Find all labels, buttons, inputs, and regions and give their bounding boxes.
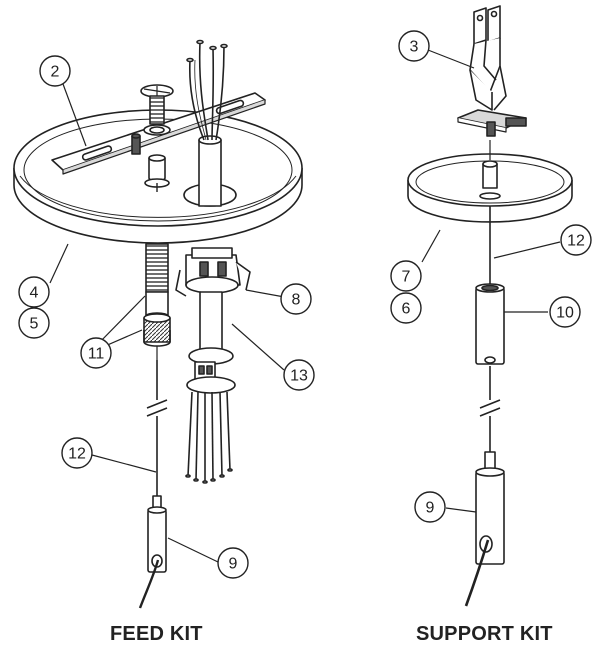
leader-lines: [49, 49, 561, 563]
callouts: 2 4 5 11 8 13 12 9 3 7 6 12 10 9: [18, 30, 592, 579]
callout-6: 6: [390, 292, 422, 324]
svg-text:2: 2: [51, 64, 60, 81]
nipple-fitting: [144, 154, 170, 192]
svg-text:13: 13: [290, 368, 308, 385]
cable-clamp: [175, 247, 251, 297]
svg-text:8: 8: [292, 292, 301, 309]
svg-text:12: 12: [68, 446, 86, 463]
feed-kit-title: FEED KIT: [110, 623, 203, 645]
callout-9-support: 9: [414, 491, 446, 523]
ceiling-bracket: [457, 5, 527, 137]
callout-10: 10: [549, 296, 581, 328]
feed-kit-illustration: [13, 39, 303, 609]
feed-cable: [186, 39, 228, 207]
callout-2: 2: [39, 55, 71, 87]
callout-8: 8: [280, 283, 312, 315]
svg-text:7: 7: [402, 269, 411, 286]
svg-text:3: 3: [410, 39, 419, 56]
ground-screw: [131, 133, 141, 155]
callout-4: 4: [18, 276, 50, 308]
support-aircraft-cable: [479, 206, 501, 452]
feed-cable-lower: [185, 291, 236, 484]
callout-13: 13: [283, 359, 315, 391]
svg-text:5: 5: [30, 316, 39, 333]
support-nipple: [482, 140, 498, 189]
screw: [140, 84, 174, 136]
support-kit-illustration: [407, 5, 573, 607]
callout-7: 7: [390, 260, 422, 292]
svg-text:9: 9: [229, 556, 238, 573]
support-kit-title: SUPPORT KIT: [416, 623, 553, 645]
svg-text:11: 11: [88, 346, 105, 363]
callout-12-support: 12: [560, 224, 592, 256]
svg-text:10: 10: [556, 305, 574, 322]
svg-text:9: 9: [426, 500, 435, 517]
feed-gripper: [138, 495, 167, 609]
feed-aircraft-cable: [146, 360, 168, 496]
callout-12-feed: 12: [61, 437, 93, 469]
svg-text:6: 6: [402, 301, 411, 318]
callout-5: 5: [18, 307, 50, 339]
threaded-nipple: [143, 243, 171, 360]
svg-text:12: 12: [567, 233, 585, 250]
cable-coupler: [475, 283, 505, 365]
callout-3: 3: [398, 30, 430, 62]
callout-9-feed: 9: [217, 547, 249, 579]
svg-text:4: 4: [30, 285, 39, 302]
support-gripper: [464, 451, 505, 607]
callout-11: 11: [80, 337, 112, 369]
